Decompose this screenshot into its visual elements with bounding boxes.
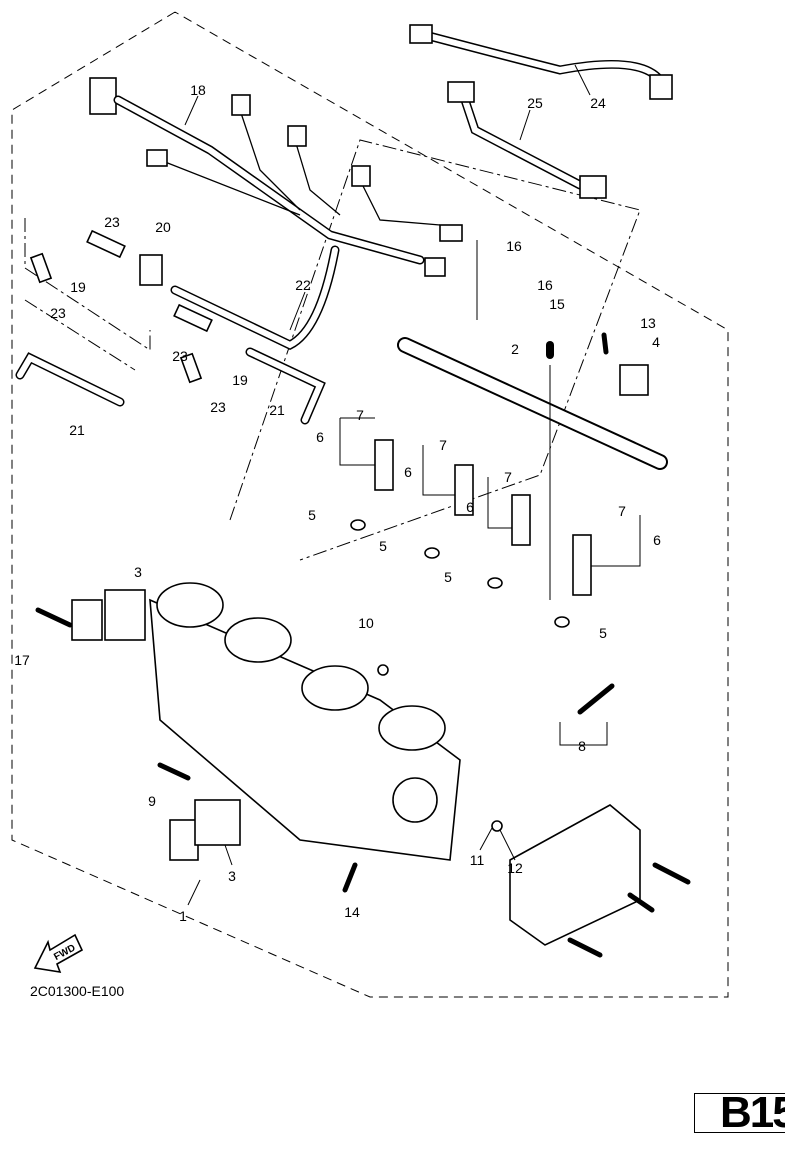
callout: 3 xyxy=(134,564,142,580)
callout: 7 xyxy=(356,407,364,423)
catalog-code: 2C01300-E100 xyxy=(30,983,125,999)
hose-group-boundary xyxy=(24,218,151,351)
cover[interactable] xyxy=(509,804,641,946)
callout: 24 xyxy=(590,95,606,111)
callout: 7 xyxy=(439,437,447,453)
callout: 8 xyxy=(578,738,586,754)
forward-arrow-icon: FWD xyxy=(33,933,84,974)
callout: 6 xyxy=(404,464,412,480)
callout: 21 xyxy=(269,402,285,418)
callout: 16 xyxy=(506,238,522,254)
callout: 9 xyxy=(148,793,156,809)
callout: 4 xyxy=(652,334,660,350)
screws[interactable] xyxy=(35,332,691,958)
callout: 18 xyxy=(190,82,206,98)
callout: 6 xyxy=(316,429,324,445)
callout: 6 xyxy=(653,532,661,548)
callout: 7 xyxy=(504,469,512,485)
pressure-sensor-4[interactable] xyxy=(619,364,649,396)
callout: 20 xyxy=(155,219,171,235)
hose-22[interactable] xyxy=(170,245,340,351)
hose-group-boundary-2 xyxy=(24,299,136,371)
fuel-hose-24[interactable] xyxy=(409,24,673,100)
callout: 23 xyxy=(172,348,188,364)
callout-labels: 18 24 25 23 20 19 23 22 16 16 15 13 2 4 … xyxy=(14,82,661,924)
callout: 5 xyxy=(379,538,387,554)
callout: 13 xyxy=(640,315,656,331)
callout: 2 xyxy=(511,341,519,357)
callout: 23 xyxy=(210,399,226,415)
fuel-rail-2[interactable] xyxy=(397,337,668,470)
hose-21-left[interactable] xyxy=(15,352,125,407)
callout: 10 xyxy=(358,615,374,631)
page-reference: B15 xyxy=(720,1088,785,1137)
callout: 5 xyxy=(599,625,607,641)
throttle-body-assembly-1[interactable] xyxy=(149,582,461,861)
callout: 5 xyxy=(444,569,452,585)
wire-harness-18[interactable] xyxy=(89,77,463,277)
callout: 7 xyxy=(618,503,626,519)
o-rings xyxy=(350,519,570,832)
callout: 19 xyxy=(70,279,86,295)
callout: 16 xyxy=(537,277,553,293)
callout: 23 xyxy=(50,305,66,321)
callout: 25 xyxy=(527,95,543,111)
hose-pieces-23[interactable] xyxy=(29,229,213,384)
callout: 1 xyxy=(179,908,187,924)
callout: 5 xyxy=(308,507,316,523)
callout: 22 xyxy=(295,277,311,293)
page-reference-box: B15 xyxy=(694,1088,785,1137)
callout: 11 xyxy=(470,852,485,868)
callout: 12 xyxy=(507,860,523,876)
callout: 23 xyxy=(104,214,120,230)
callout: 6 xyxy=(466,499,474,515)
assembly-boundary xyxy=(11,11,729,998)
callout: 17 xyxy=(14,652,30,668)
throttle-position-sensor-3[interactable] xyxy=(71,589,241,861)
leader-lines xyxy=(184,64,641,906)
hose-21-right[interactable] xyxy=(245,347,326,425)
fuel-injectors-6[interactable] xyxy=(374,439,592,596)
callout: 15 xyxy=(549,296,565,312)
fuel-hose-25[interactable] xyxy=(447,81,607,199)
callout: 14 xyxy=(344,904,360,920)
callout: 21 xyxy=(69,422,85,438)
callout: 19 xyxy=(232,372,248,388)
callout: 3 xyxy=(228,868,236,884)
